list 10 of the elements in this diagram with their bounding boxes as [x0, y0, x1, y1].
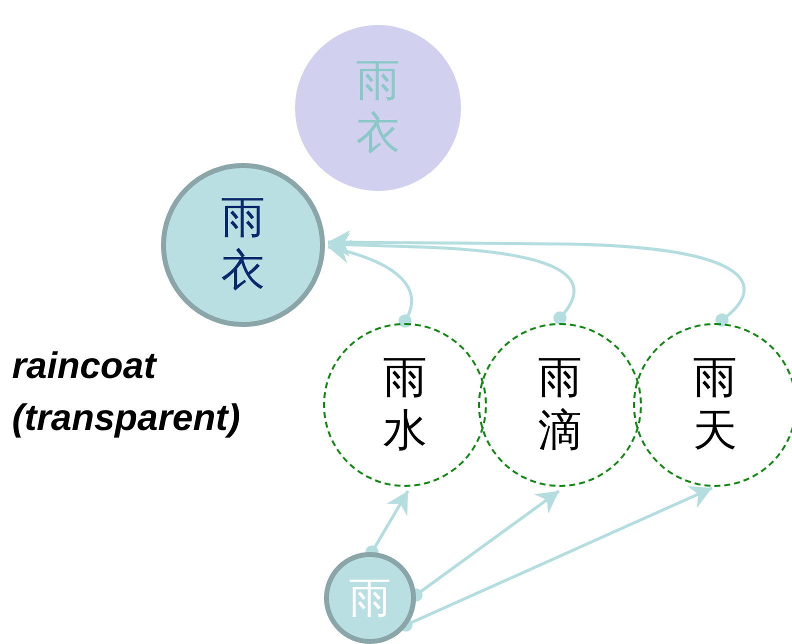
circle-node: 雨 [324, 552, 416, 644]
circle-node: 雨衣 [161, 163, 325, 327]
arrow [328, 230, 746, 326]
arrow [328, 240, 414, 328]
dashed-circle-node: 雨天 [633, 323, 792, 487]
note-text: raincoat (transparent) [12, 344, 242, 440]
arrow [328, 232, 576, 324]
dashed-circle-node: 雨滴 [478, 323, 642, 487]
dashed-circle-node: 雨水 [323, 323, 487, 487]
circle-node: 雨衣 [295, 25, 461, 191]
